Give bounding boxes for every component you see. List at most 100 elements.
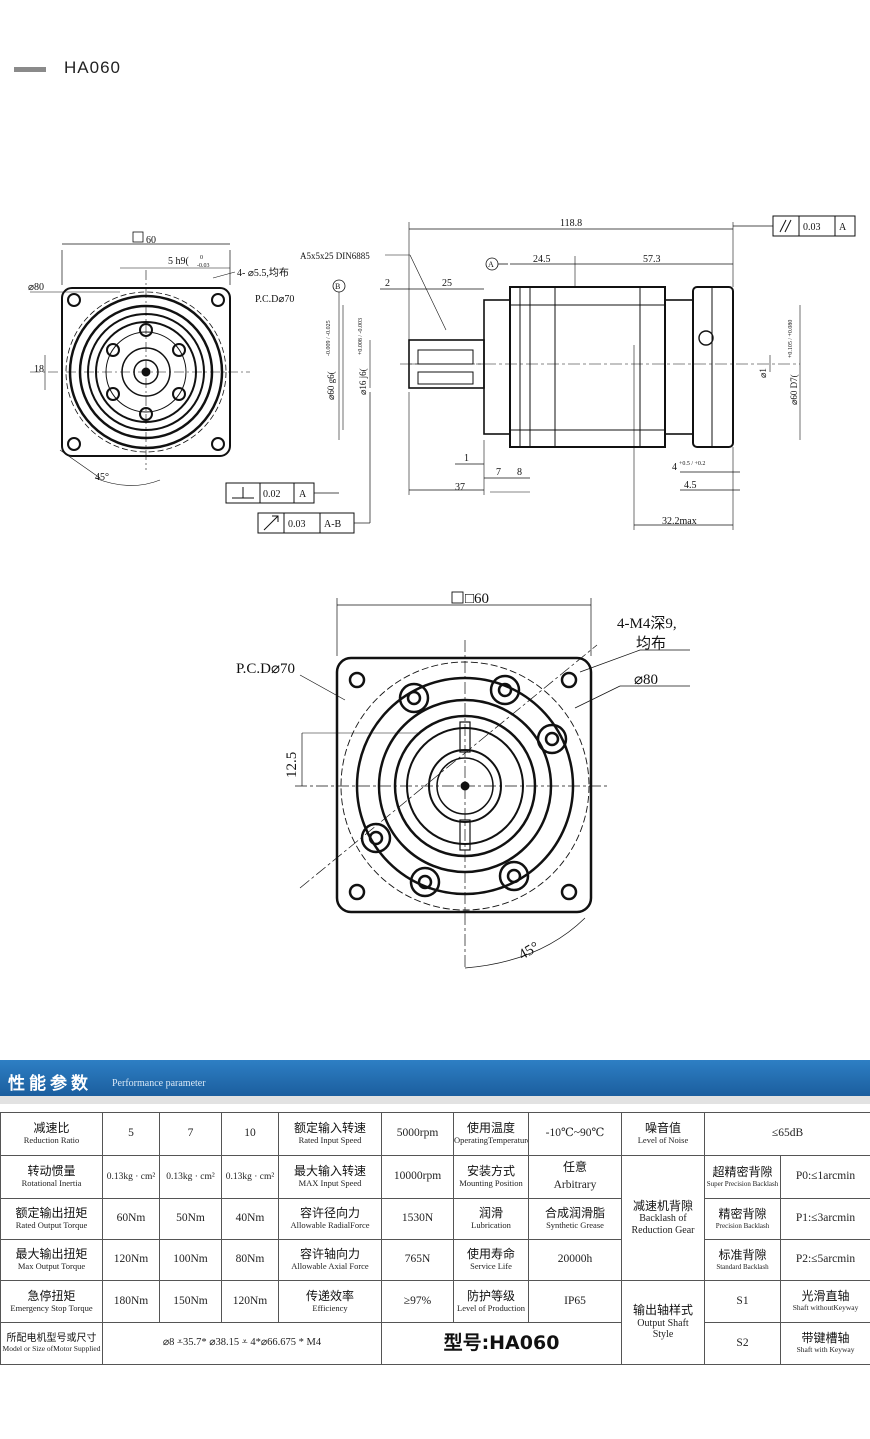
header-accent-bar xyxy=(14,67,46,72)
maxtorque-7: 100Nm xyxy=(159,1239,222,1281)
maxtorque-5: 120Nm xyxy=(102,1239,160,1281)
speed-value: 5000rpm xyxy=(381,1112,454,1156)
s1-code: S1 xyxy=(704,1280,781,1323)
label-d7-tol: +0.105 / +0.080 xyxy=(788,320,794,358)
label-datum-b: B xyxy=(335,282,340,291)
page-header: HA060 xyxy=(0,0,870,140)
label-j6-tol: +0.008 / -0.003 xyxy=(358,318,364,355)
torque-7: 50Nm xyxy=(159,1198,222,1240)
life-value: 20000h xyxy=(528,1239,622,1281)
side-front-drawing: 60 5 h9( 0 -0.03 4- ⌀5.5,均布 P.C.D⌀70 ⌀80… xyxy=(28,215,856,534)
ratio-10: 10 xyxy=(221,1112,279,1156)
flange-square xyxy=(335,656,593,914)
label-h9-upper: 0 xyxy=(200,255,203,261)
header-model-title: HA060 xyxy=(64,58,121,77)
label-din: A5x5x25 DIN6885 xyxy=(300,251,370,261)
s2-code: S2 xyxy=(704,1322,781,1365)
torque-5: 60Nm xyxy=(102,1198,160,1240)
label-square60: 60 xyxy=(146,235,156,246)
ip-value: IP65 xyxy=(528,1280,622,1323)
label-tol1-ref: A xyxy=(299,489,307,500)
label-front-m4b: 均布 xyxy=(636,635,666,652)
label-len7: 7 xyxy=(496,467,501,478)
axial-value: 765N xyxy=(381,1239,454,1281)
noise-value: ≤65dB xyxy=(703,1112,870,1156)
label-len25: 25 xyxy=(442,278,452,289)
label-holes: 4- ⌀5.5,均布 xyxy=(237,267,289,279)
ratio-5: 5 xyxy=(102,1112,160,1156)
label-front-125: 12.5 xyxy=(284,752,300,778)
label-tol1-val: 0.02 xyxy=(263,489,281,500)
label-len1: 1 xyxy=(464,453,469,464)
label-dim4: 4 xyxy=(672,462,677,473)
label-d1: ⌀1 xyxy=(758,368,768,378)
label-h9-lower: -0.03 xyxy=(197,263,210,269)
temp-value: -10℃~90℃ xyxy=(528,1112,622,1156)
motor-adapter xyxy=(692,286,734,448)
precision-value: P1:≤3arcmin xyxy=(779,1198,870,1240)
left-outer-circle xyxy=(65,291,227,453)
label-g6: ⌀60 g6( xyxy=(326,371,336,400)
label-len37: 37 xyxy=(455,482,465,493)
standard-value: P2:≤5arcmin xyxy=(779,1239,870,1281)
label-h9: 5 h9( xyxy=(168,256,190,267)
estop-5: 180Nm xyxy=(102,1280,160,1323)
torque-10: 40Nm xyxy=(221,1198,279,1240)
gearbox-body xyxy=(509,286,666,448)
performance-title-en: Performance parameter xyxy=(112,1078,206,1089)
inertia-10: 0.13kg · cm² xyxy=(221,1155,279,1199)
label-len322: 32.2max xyxy=(662,516,697,527)
label-len57: 57.3 xyxy=(643,254,661,265)
label-len8: 8 xyxy=(517,467,522,478)
estop-7: 150Nm xyxy=(159,1280,222,1323)
label-tol3-ref: A xyxy=(839,222,847,233)
super-value: P0:≤1arcmin xyxy=(779,1155,870,1199)
inertia-7: 0.13kg · cm² xyxy=(159,1155,222,1199)
model-label: 型号:HA060 xyxy=(381,1322,622,1365)
inertia-5: 0.13kg · cm² xyxy=(102,1155,160,1199)
label-front-45: 45° xyxy=(516,939,542,963)
label-len2: 2 xyxy=(385,278,390,289)
performance-header: 性能参数 Performance parameter xyxy=(0,1060,870,1096)
performance-title-zh: 性能参数 xyxy=(8,1074,92,1094)
maxspeed-value: 10000rpm xyxy=(381,1155,454,1199)
motor-value: ⌀8 ⩡35.7* ⌀38.15 ⩡ 4*⌀66.675 * M4 xyxy=(102,1322,382,1365)
maxtorque-10: 80Nm xyxy=(221,1239,279,1281)
label-j6: ⌀16 j6( xyxy=(358,368,368,395)
label-len24: 24.5 xyxy=(533,254,551,265)
label-pcd70: P.C.D⌀70 xyxy=(255,294,294,305)
flange-drawing: □60 4-M4深9, 均布 P.C.D⌀70 ⌀80 12.5 45° xyxy=(236,591,690,970)
estop-10: 120Nm xyxy=(221,1280,279,1323)
label-dim18: 18 xyxy=(34,364,44,375)
eff-value: ≥97% xyxy=(381,1280,454,1323)
label-dia80: ⌀80 xyxy=(28,282,44,293)
label-len118: 118.8 xyxy=(560,218,582,229)
label-tol2-ref: A-B xyxy=(324,519,342,530)
label-front-pcd: P.C.D⌀70 xyxy=(236,661,295,677)
